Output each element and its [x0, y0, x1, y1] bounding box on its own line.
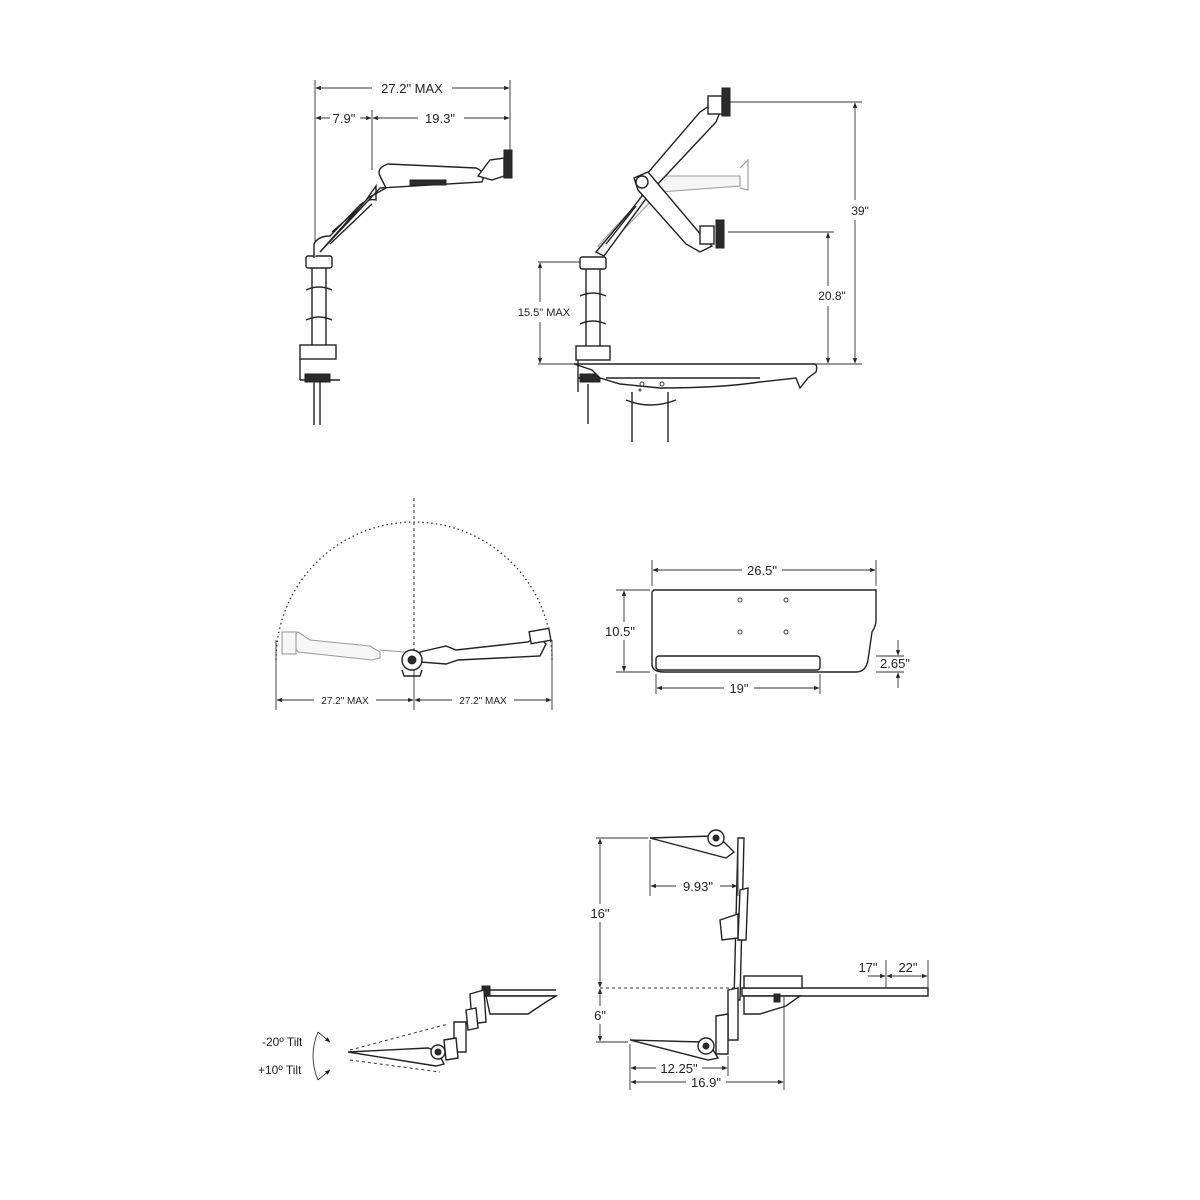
- wrist-rest-width-label: 19": [729, 681, 748, 696]
- arm-segment-b-label: 19.3": [425, 111, 455, 126]
- swing-right-label: 27.2" MAX: [459, 696, 507, 707]
- tray-tilt-side-view: -20º Tilt +10º Tilt: [258, 985, 559, 1081]
- monitor-arm-side-view: 27.2" MAX 7.9" 19.3": [299, 78, 513, 425]
- desk-to-mount-label: 20.8": [818, 289, 846, 303]
- tilt-up-label: -20º Tilt: [262, 1035, 303, 1049]
- tray-width-label: 26.5": [747, 563, 777, 578]
- wrist-rest-depth-label: 2.65": [880, 656, 910, 671]
- arm-max-reach-label: 27.2" MAX: [381, 81, 443, 96]
- swing-left-label: 27.2" MAX: [321, 696, 369, 707]
- tilt-down-label: +10º Tilt: [258, 1063, 302, 1077]
- total-height-label: 39": [851, 204, 869, 218]
- monitor-arm-height-view: 39" 20.8" 15.5" MAX: [516, 87, 872, 442]
- total-reach-label: 16.9": [691, 1075, 721, 1090]
- swing-range-top-view: 27.2" MAX 27.2" MAX: [275, 498, 553, 710]
- desk-depth-b-label: 22": [898, 960, 917, 975]
- drop-label: 6": [594, 1008, 606, 1023]
- upper-reach-label: 9.93": [683, 879, 713, 894]
- keyboard-tray-top-view: 26.5" 10.5" 19" 2.65": [602, 560, 910, 697]
- desk-depth-a-label: 17": [858, 960, 877, 975]
- tray-depth-label: 10.5": [605, 624, 635, 639]
- clamp-height-label: 15.5" MAX: [518, 307, 571, 319]
- arm-segment-a-label: 7.9": [333, 111, 356, 126]
- lower-reach-label: 12.25": [660, 1061, 698, 1076]
- tray-reach-side-view: 16" 6" 9.93" 12.25" 16.9" 17" 22": [588, 829, 929, 1091]
- rise-label: 16": [590, 906, 609, 921]
